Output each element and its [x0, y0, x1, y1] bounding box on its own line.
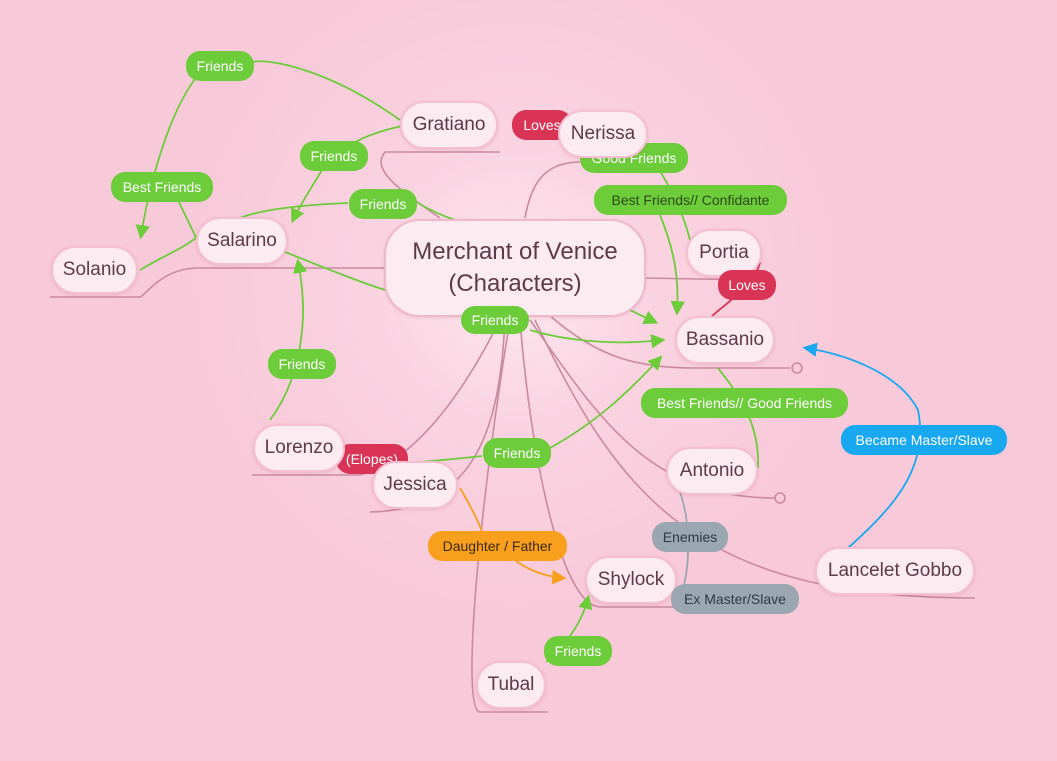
relation-friends-center: Friends	[461, 306, 529, 334]
relationship-lines	[135, 60, 922, 663]
relation-friends-lorenzo: Friends	[268, 349, 336, 379]
central-topic[interactable]: Merchant of Venice (Characters)	[384, 219, 646, 317]
relation-best-friends-solanio: Best Friends	[111, 172, 213, 202]
relation-friends-gratiano-salarino: Friends	[300, 141, 368, 171]
node-bassanio[interactable]: Bassanio	[675, 316, 775, 364]
node-salarino[interactable]: Salarino	[196, 217, 288, 265]
relation-best-friends-confidante: Best Friends// Confidante	[594, 185, 787, 215]
node-gratiano[interactable]: Gratiano	[400, 101, 498, 149]
relation-enemies: Enemies	[652, 522, 728, 552]
relation-loves-portia-bassanio: Loves	[718, 270, 776, 300]
node-jessica[interactable]: Jessica	[372, 461, 458, 509]
node-solanio[interactable]: Solanio	[51, 246, 138, 294]
relation-daughter-father: Daughter / Father	[428, 531, 567, 561]
node-portia[interactable]: Portia	[686, 229, 762, 277]
node-tubal[interactable]: Tubal	[476, 661, 546, 709]
relation-ex-master-slave: Ex Master/Slave	[671, 584, 799, 614]
node-antonio[interactable]: Antonio	[666, 447, 758, 495]
relation-friends-salarino-center: Friends	[349, 189, 417, 219]
node-nerissa[interactable]: Nerissa	[558, 110, 648, 158]
relation-friends-tubal: Friends	[544, 636, 612, 666]
node-shylock[interactable]: Shylock	[585, 556, 677, 604]
relation-best-good-friends: Best Friends// Good Friends	[641, 388, 848, 418]
node-lancelet-gobbo[interactable]: Lancelet Gobbo	[815, 547, 975, 595]
node-lorenzo[interactable]: Lorenzo	[253, 424, 345, 472]
relation-friends-gratiano-solanio: Friends	[186, 51, 254, 81]
central-topic-subtitle: (Characters)	[448, 270, 582, 297]
central-topic-title: Merchant of Venice	[412, 238, 618, 265]
relation-became-master-slave: Became Master/Slave	[841, 425, 1007, 455]
relation-friends-jessica: Friends	[483, 438, 551, 468]
